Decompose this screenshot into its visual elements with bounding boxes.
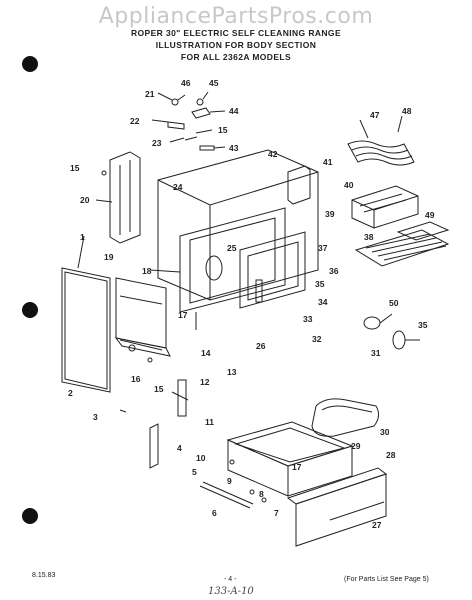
callout-26: 26 (256, 341, 266, 351)
callout-32: 32 (312, 334, 322, 344)
callout-23: 23 (152, 138, 162, 148)
callout-6: 6 (212, 508, 217, 518)
callout-45: 45 (209, 78, 219, 88)
callout-28: 28 (386, 450, 396, 460)
callout-1: 1 (80, 232, 85, 242)
callout-43: 43 (229, 143, 239, 153)
binder-hole-top (22, 56, 38, 72)
callout-41: 41 (323, 157, 333, 167)
callout-5: 5 (192, 467, 197, 477)
handwritten-reference: 133-A-10 (208, 586, 254, 597)
callout-13: 13 (227, 367, 237, 377)
callout-50: 50 (389, 298, 399, 308)
range-body (149, 149, 319, 330)
callout-30: 30 (380, 427, 390, 437)
light-socket-and-knob (363, 313, 420, 350)
callout-27: 27 (372, 520, 382, 530)
callout-7: 7 (274, 508, 279, 518)
callout-25: 25 (227, 243, 237, 253)
callout-8: 8 (259, 489, 264, 499)
callout-21: 21 (145, 89, 155, 99)
callout-35: 35 (315, 279, 325, 289)
callout-17: 17 (178, 310, 188, 320)
callout-11: 11 (205, 417, 214, 427)
callout-17-drawer: 17 (292, 462, 302, 472)
callout-16: 16 (131, 374, 141, 384)
footer-page-number: - 4 - (224, 576, 237, 583)
broiler-pan (351, 185, 419, 229)
callout-42: 42 (268, 149, 278, 159)
callout-48: 48 (402, 106, 412, 116)
callout-22: 22 (130, 116, 140, 126)
callout-18: 18 (142, 266, 152, 276)
callout-10: 10 (196, 453, 206, 463)
binder-hole-bottom (22, 508, 38, 524)
top-fastener-cluster (151, 91, 226, 151)
callout-46: 46 (181, 78, 191, 88)
callout-2: 2 (68, 388, 73, 398)
callout-14: 14 (201, 348, 211, 358)
broil-element (347, 115, 415, 166)
callout-47: 47 (370, 110, 380, 120)
callout-3: 3 (93, 412, 98, 422)
callout-34: 34 (318, 297, 328, 307)
callout-38: 38 (364, 232, 374, 242)
callout-15: 15 (218, 125, 228, 135)
callout-9: 9 (227, 476, 232, 486)
watermark: AppliancePartsPros.com (98, 4, 374, 29)
callout-29: 29 (351, 441, 361, 451)
oven-door (61, 235, 171, 393)
diagram-title: ROPER 30" ELECTRIC SELF CLEANING RANGE (130, 28, 342, 38)
callout-15-left: 15 (70, 163, 80, 173)
callout-24: 24 (173, 182, 183, 192)
footer-parts-list-note: (For Parts List See Page 5) (344, 576, 429, 583)
callout-20: 20 (80, 195, 90, 205)
callout-36: 36 (329, 266, 339, 276)
bake-element (311, 398, 380, 437)
storage-drawer (199, 421, 388, 547)
callout-35-right: 35 (418, 320, 428, 330)
side-panel-20 (95, 151, 141, 244)
callout-4: 4 (177, 443, 182, 453)
callout-49: 49 (425, 210, 435, 220)
callout-31: 31 (371, 348, 381, 358)
footer-date: 8.15.83 (32, 572, 56, 579)
callout-39: 39 (325, 209, 335, 219)
callout-19: 19 (104, 252, 114, 262)
callout-12: 12 (200, 377, 210, 387)
callout-44: 44 (229, 106, 239, 116)
callout-37: 37 (318, 243, 328, 253)
oven-rack (354, 221, 450, 267)
diagram-model-line: FOR ALL 2362A MODELS (180, 52, 292, 62)
hinge-and-bracket (119, 344, 189, 469)
callout-40: 40 (344, 180, 354, 190)
binder-hole-middle (22, 302, 38, 318)
diagram-subtitle: ILLUSTRATION FOR BODY SECTION (155, 40, 317, 50)
callout-15-lower: 15 (154, 384, 164, 394)
callout-33: 33 (303, 314, 313, 324)
